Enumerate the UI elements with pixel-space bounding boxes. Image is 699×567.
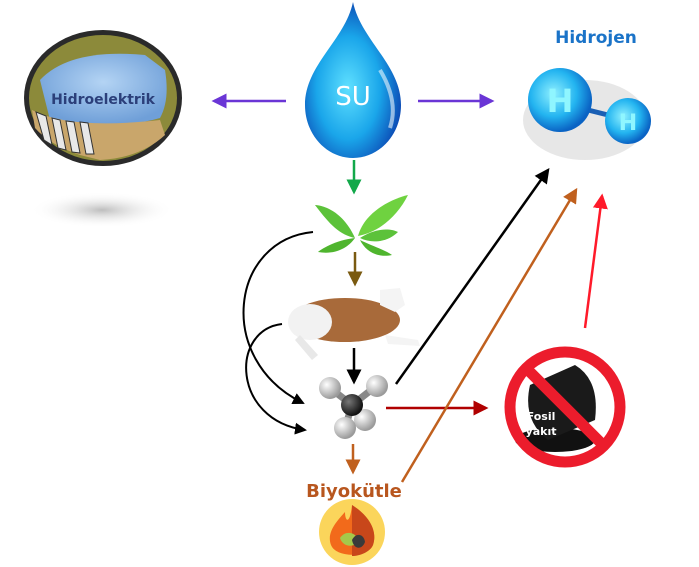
arrow-biomass-to-hydrogen (400, 187, 578, 483)
arrow-cow-to-methane-curved (245, 323, 307, 435)
arrow-fossil-to-hydrogen (583, 193, 608, 329)
hydrogen-molecule-icon (523, 68, 651, 160)
water-label: SU (335, 82, 371, 112)
hydrogen-atom-small-label: H (619, 111, 637, 136)
arrow-methane-to-hydrogen (394, 167, 550, 385)
biomass-label: Biyokütle (306, 481, 402, 502)
hydro-shadow (30, 192, 174, 228)
hydrogen-atom-large-label: H (547, 82, 574, 120)
reservoir-water (40, 53, 167, 125)
water-drop-node (305, 2, 401, 158)
biomass-fire-icon (319, 499, 385, 565)
dam-wall-icon (35, 111, 95, 155)
hydrogen-atom-large (528, 68, 592, 132)
prohibited-slash-icon (523, 365, 607, 449)
water-drop-icon (305, 2, 401, 158)
arrow-plant-to-methane (242, 231, 314, 404)
fossil-label-line2: yakıt (526, 425, 557, 438)
cow-icon (288, 288, 420, 360)
hydroelectric-label: Hidroelektrik (51, 92, 156, 108)
hydrogen-label: Hidrojen (555, 28, 637, 48)
prohibited-circle-icon (504, 346, 626, 468)
plant-icon (315, 195, 408, 256)
methane-molecule-icon (319, 375, 388, 439)
fossil-fuel-node (504, 346, 626, 468)
fossil-label-line1: Fosil (527, 410, 556, 423)
hydroelectric-node (24, 30, 182, 228)
hydrogen-atom-small (605, 98, 651, 144)
